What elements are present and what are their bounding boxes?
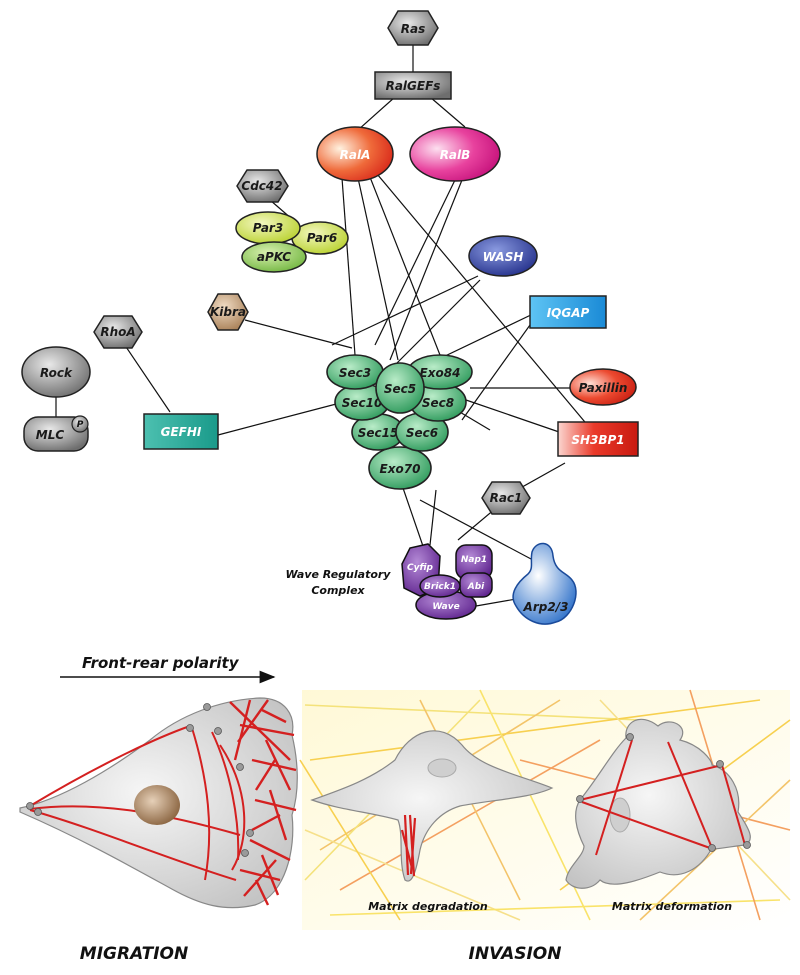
- sec15-label: Sec15: [358, 426, 399, 440]
- wash-label: WASH: [483, 250, 524, 264]
- node-kibra: Kibra: [207, 293, 249, 331]
- node-sh3bp1: SH3BP1: [557, 421, 639, 457]
- exocyst-complex: Exo70 Sec15 Sec6 Sec10 Sec8 Sec3 Exo84: [326, 354, 473, 490]
- polarity-label: Front-rear polarity: [82, 654, 240, 672]
- sec8-label: Sec8: [422, 396, 454, 410]
- node-rac1: Rac1: [481, 481, 531, 515]
- node-rock: Rock: [21, 346, 91, 398]
- invasion-cell-deformation: [565, 718, 751, 889]
- exo70-label: Exo70: [380, 462, 421, 476]
- invasion-stress-fibers: [579, 739, 746, 856]
- cyfip-label: Cyfip: [407, 563, 434, 573]
- invadopodia-actin: [400, 814, 417, 877]
- cdc42-label: Cdc42: [241, 179, 282, 193]
- node-apkc: aPKC: [241, 241, 307, 273]
- node-par6: Par6: [291, 221, 349, 255]
- node-arp23: Arp2/3: [512, 542, 577, 625]
- node-gefhi: GEFHI: [143, 413, 219, 450]
- migration-label: MIGRATION: [80, 944, 188, 964]
- node-phospho: P: [71, 415, 89, 433]
- invasion-cell-degradation: [310, 730, 554, 882]
- node-wash: WASH: [468, 235, 538, 277]
- node-iqgap: IQGAP: [529, 295, 607, 329]
- wrc-label-line2: Complex: [311, 584, 365, 597]
- sec6-label: Sec6: [406, 426, 438, 440]
- par3-label: Par3: [253, 221, 283, 235]
- par6-label: Par6: [307, 231, 337, 245]
- sec10-label: Sec10: [342, 396, 383, 410]
- sec5-label: Sec5: [384, 382, 416, 396]
- node-abi: Abi: [459, 572, 493, 598]
- ralb-label: RalB: [440, 148, 471, 162]
- node-sec6: Sec6: [395, 412, 449, 452]
- migration-cell: [19, 697, 298, 909]
- iqgap-label: IQGAP: [547, 306, 590, 320]
- kibra-label: Kibra: [210, 305, 246, 319]
- rala-label: RalA: [340, 148, 371, 162]
- wave-label: Wave: [432, 602, 459, 612]
- invasion-adhesions: [576, 733, 751, 852]
- node-par3: Par3: [235, 211, 301, 245]
- rock-label: Rock: [40, 366, 73, 380]
- node-ralgefs: RalGEFs: [374, 71, 452, 100]
- sec3-label: Sec3: [339, 366, 371, 380]
- lamellipodium-actin: [229, 699, 297, 906]
- node-ralb: RalB: [409, 126, 501, 182]
- node-paxillin: Paxillin: [569, 368, 637, 406]
- wave-regulatory-complex: Wave Nap1 Abi Cyfip Brick1: [401, 543, 493, 620]
- invasion-nucleus-1: [427, 758, 457, 778]
- node-exo70: Exo70: [368, 446, 432, 490]
- node-rhoa: RhoA: [93, 315, 143, 349]
- paxillin-label: Paxillin: [579, 381, 628, 395]
- exo84-label: Exo84: [420, 366, 461, 380]
- wrc-label-line1: Wave Regulatory: [286, 568, 392, 581]
- rhoa-label: RhoA: [100, 325, 135, 339]
- focal-adhesions: [26, 703, 254, 857]
- ralgefs-label: RalGEFs: [386, 79, 441, 93]
- apkc-label: aPKC: [257, 250, 291, 264]
- node-rala: RalA: [316, 126, 394, 182]
- node-brick1: Brick1: [419, 574, 461, 598]
- node-sec5: Sec5: [375, 362, 425, 414]
- arp23-label: Arp2/3: [523, 600, 569, 614]
- node-exo84: Exo84: [407, 354, 473, 390]
- rac1-label: Rac1: [490, 491, 523, 505]
- node-cdc42: Cdc42: [236, 169, 289, 203]
- node-ras: Ras: [387, 10, 439, 46]
- mlc-label: MLC: [36, 428, 65, 442]
- migration-nucleus: [134, 785, 180, 825]
- ras-label: Ras: [401, 22, 425, 36]
- abi-label: Abi: [467, 582, 485, 592]
- phospho-label: P: [77, 420, 84, 430]
- matrix-deformation-label: Matrix deformation: [612, 900, 732, 913]
- node-sec3: Sec3: [326, 354, 384, 390]
- stress-fibers: [29, 725, 246, 881]
- nap1-label: Nap1: [461, 555, 487, 565]
- brick1-label: Brick1: [424, 582, 456, 592]
- gefhi-label: GEFHI: [161, 425, 202, 439]
- invasion-label: INVASION: [469, 944, 562, 964]
- matrix-degradation-label: Matrix degradation: [368, 900, 488, 913]
- sh3bp1-label: SH3BP1: [571, 433, 624, 447]
